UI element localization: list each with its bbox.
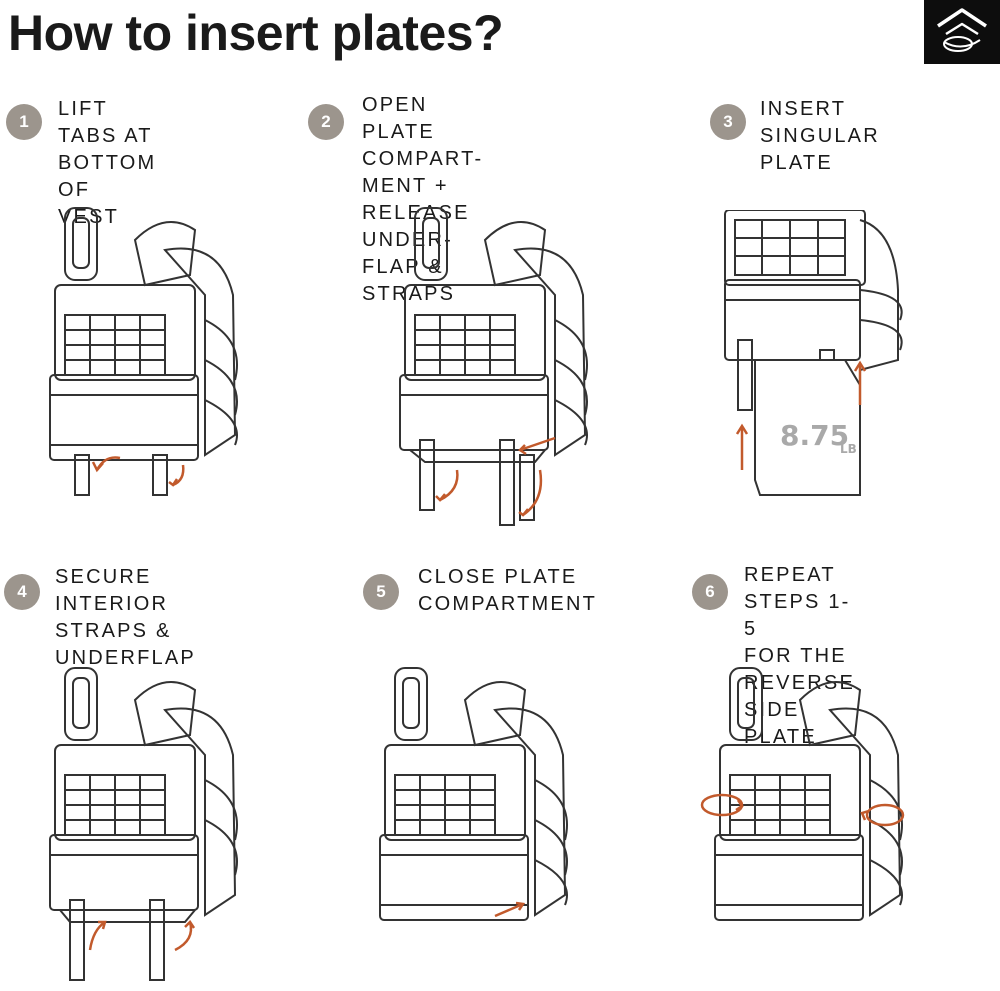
- step-4-badge: 4: [4, 574, 40, 610]
- step-2-label: OPEN PLATE COMPART- MENT + RELEASE UNDER…: [362, 94, 484, 305]
- step-3-label: INSERT SINGULAR PLATE: [760, 98, 880, 174]
- plate-weight-unit: LB: [840, 442, 857, 456]
- step-1-badge: 1: [6, 104, 42, 140]
- step-6-vest-illustration: [700, 660, 910, 930]
- step-4-vest-illustration: [45, 660, 245, 990]
- step-3-badge: 3: [710, 104, 746, 140]
- step-3-vest-illustration: 8.75 LB: [720, 210, 920, 510]
- step-2-badge: 2: [308, 104, 344, 140]
- plate-weight-value: 8.75: [780, 419, 849, 452]
- step-4-label: SECURE INTERIOR STRAPS & UNDERFLAP: [55, 566, 196, 669]
- step-5-badge: 5: [363, 574, 399, 610]
- step-5-label: CLOSE PLATE COMPARTMENT: [418, 566, 598, 615]
- brand-logo-icon: [924, 0, 1000, 64]
- page-title: How to insert plates?: [8, 5, 504, 61]
- step-1-label: LIFT TABS AT BOTTOM OF VEST: [58, 98, 157, 228]
- step-6-badge: 6: [692, 574, 728, 610]
- step-6-label: REPEAT STEPS 1-5 FOR THE REVERSE SIDE PL…: [744, 564, 855, 748]
- step-5-vest-illustration: [375, 660, 575, 930]
- step-2-vest-illustration: [395, 200, 595, 530]
- step-1-vest-illustration: [45, 200, 245, 500]
